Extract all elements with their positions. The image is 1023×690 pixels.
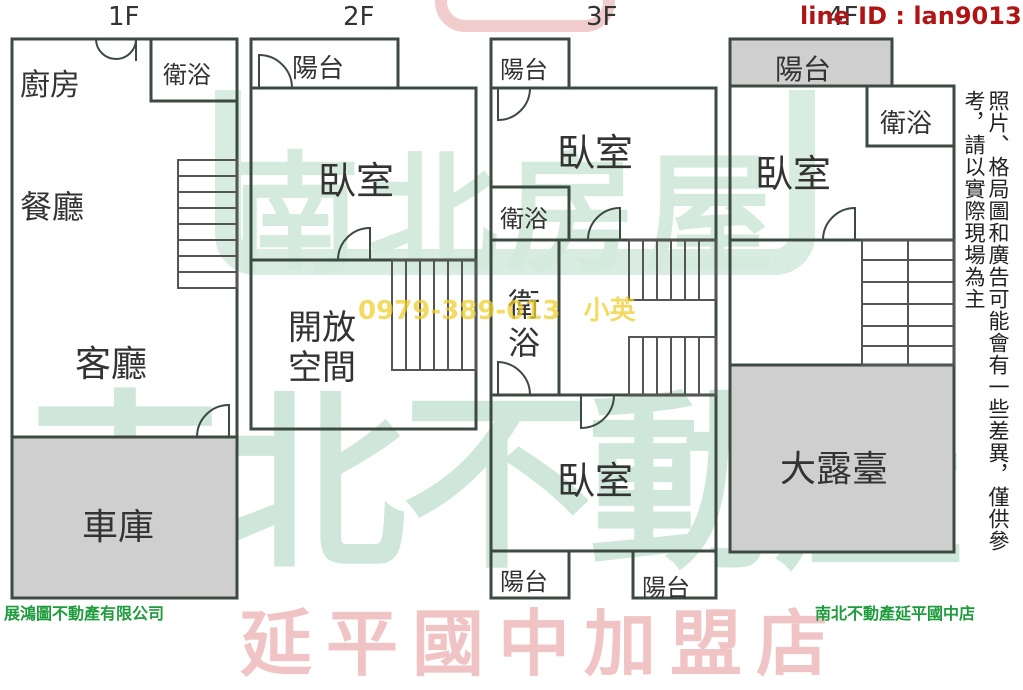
f3-bath-left-label: 衛浴 xyxy=(500,205,548,233)
f2-balcony-label: 陽台 xyxy=(292,54,345,84)
f4-balcony-label: 陽台 xyxy=(775,53,832,86)
terrace-area xyxy=(730,365,954,552)
watermark-phone-number: 0979-389-013 xyxy=(358,296,561,326)
watermark-red-mark xyxy=(435,0,615,32)
f4-terrace-label: 大露臺 xyxy=(780,449,889,490)
f2-open-space-line1: 開放 xyxy=(288,308,356,348)
watermark-top-text: 南北房屋 xyxy=(230,139,783,291)
garage-area xyxy=(12,437,237,598)
f1-garage-label: 車庫 xyxy=(82,507,155,548)
f1-living-label: 客廳 xyxy=(75,344,148,385)
f1-dining-label: 餐廳 xyxy=(20,188,85,226)
f4-balcony-area xyxy=(730,39,892,86)
f2-bedroom-label: 臥室 xyxy=(318,159,395,203)
f3-balcony-bottom-right-label: 陽台 xyxy=(642,574,690,602)
f3-bedroom-bottom-label: 臥室 xyxy=(557,459,634,503)
f3-bath-mid-line2: 浴 xyxy=(508,324,541,362)
f3-bath-mid-line1: 衛 xyxy=(508,286,541,324)
floor-label-2f: 2F xyxy=(343,2,375,32)
watermark-phone: 0979-389-013 小英 xyxy=(358,290,636,327)
watermark-agent-name: 小英 xyxy=(583,296,636,326)
floor-label-1f: 1F xyxy=(108,2,140,32)
footer-company-left: 展鴻圖不動產有限公司 xyxy=(4,604,165,623)
f1-kitchen-label: 廚房 xyxy=(20,68,80,103)
floor-plan-walls xyxy=(10,37,956,600)
f3-balcony-bottom-left-label: 陽台 xyxy=(500,568,548,596)
floor-label-3f: 3F xyxy=(586,2,618,32)
f3-balcony-top-label: 陽台 xyxy=(500,56,548,84)
footer-company-right: 南北不動產延平國中店 xyxy=(815,604,976,623)
floor-label-4f: 4F xyxy=(827,2,859,32)
f4-bath-label: 衛浴 xyxy=(880,109,933,139)
f1-bath-label: 衛浴 xyxy=(163,61,211,89)
f2-open-space-line2: 空間 xyxy=(288,348,356,388)
f3-bedroom-top-label: 臥室 xyxy=(557,131,634,175)
disclaimer-text: 照片、格局圖和廣告可能會有一些差異，僅供參考，請以實際現場為主 xyxy=(962,90,1010,552)
f4-bedroom-label: 臥室 xyxy=(755,152,832,196)
line-id: line ID : lan9013 xyxy=(800,2,1022,30)
